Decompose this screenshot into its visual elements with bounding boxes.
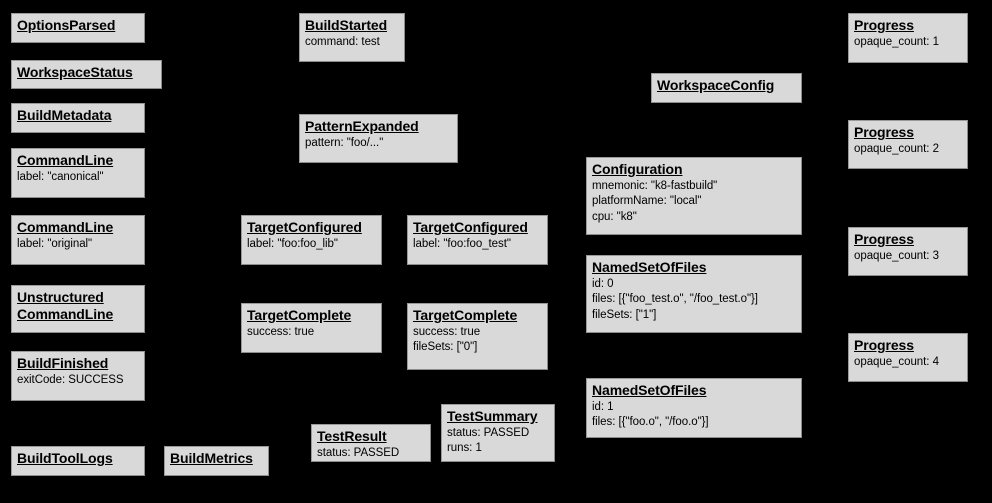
event-node-title: OptionsParsed: [17, 17, 116, 33]
event-node-title: TargetConfigured: [247, 219, 362, 235]
event-node-fields: success: true: [247, 326, 315, 339]
event-node-title: TargetConfigured: [413, 219, 528, 235]
event-node-workspace-status[interactable]: WorkspaceStatus: [11, 60, 162, 89]
event-node-progress-4[interactable]: Progress opaque_count: 4: [848, 333, 968, 382]
event-node-fields: label: "original": [17, 238, 93, 251]
event-node-title: BuildToolLogs: [17, 450, 113, 466]
event-node-named-set-of-files-1[interactable]: NamedSetOfFiles id: 1 files: [{"foo.o", "…: [586, 378, 802, 438]
event-node-title: BuildMetadata: [17, 107, 112, 123]
event-node-fields: pattern: "foo/...": [305, 137, 384, 150]
event-node-command-line-original[interactable]: CommandLine label: "original": [11, 215, 145, 265]
event-node-build-tool-logs[interactable]: BuildToolLogs: [11, 446, 145, 476]
event-node-fields: status: PASSED: [317, 447, 400, 460]
event-node-fields: mnemonic: "k8-fastbuild" platformName: "…: [592, 180, 718, 223]
event-node-fields: id: 1 files: [{"foo.o", "/foo.o"}]: [592, 401, 709, 429]
event-node-title: Unstructured CommandLine: [17, 289, 114, 323]
event-node-fields: label: "foo:foo_test": [413, 238, 511, 251]
event-node-build-metrics[interactable]: BuildMetrics: [164, 446, 269, 476]
event-node-title: TargetComplete: [413, 307, 518, 323]
event-node-options-parsed[interactable]: OptionsParsed: [11, 13, 145, 43]
event-node-test-summary[interactable]: TestSummary status: PASSED runs: 1: [441, 404, 555, 462]
event-node-fields: id: 0 files: [{"foo_test.o", "/foo_test.…: [592, 278, 758, 321]
event-node-build-metadata[interactable]: BuildMetadata: [11, 103, 145, 133]
event-node-title: CommandLine: [17, 219, 114, 235]
event-node-title: PatternExpanded: [305, 118, 419, 134]
event-node-build-started[interactable]: BuildStarted command: test: [299, 13, 405, 62]
event-node-title: BuildFinished: [17, 355, 109, 371]
event-node-title: Progress: [854, 337, 914, 353]
event-node-title: Progress: [854, 124, 914, 140]
event-node-workspace-config[interactable]: WorkspaceConfig: [651, 73, 802, 103]
event-node-title: CommandLine: [17, 152, 114, 168]
event-node-command-line-canonical[interactable]: CommandLine label: "canonical": [11, 148, 145, 198]
event-node-target-complete-test[interactable]: TargetComplete success: true fileSets: ["…: [407, 303, 548, 370]
event-node-fields: command: test: [305, 36, 380, 49]
event-node-fields: opaque_count: 3: [854, 250, 939, 263]
event-node-named-set-of-files-0[interactable]: NamedSetOfFiles id: 0 files: [{"foo_test.…: [586, 255, 802, 333]
event-node-unstructured-command-line[interactable]: Unstructured CommandLine: [11, 285, 145, 333]
event-node-title: Configuration: [592, 161, 683, 177]
event-node-fields: opaque_count: 2: [854, 143, 939, 156]
event-node-target-configured-test[interactable]: TargetConfigured label: "foo:foo_test": [407, 215, 548, 265]
event-node-title: NamedSetOfFiles: [592, 382, 707, 398]
event-node-configuration[interactable]: Configuration mnemonic: "k8-fastbuild" pl…: [586, 157, 802, 235]
event-node-fields: label: "foo:foo_lib": [247, 238, 338, 251]
event-node-title: NamedSetOfFiles: [592, 259, 707, 275]
event-node-title: BuildStarted: [305, 17, 388, 33]
event-node-fields: opaque_count: 1: [854, 36, 939, 49]
event-node-pattern-expanded[interactable]: PatternExpanded pattern: "foo/...": [299, 114, 458, 163]
event-node-progress-3[interactable]: Progress opaque_count: 3: [848, 227, 968, 276]
event-node-title: WorkspaceStatus: [17, 64, 133, 80]
event-node-fields: label: "canonical": [17, 171, 104, 184]
event-node-fields: status: PASSED runs: 1: [447, 427, 530, 455]
event-node-target-configured-lib[interactable]: TargetConfigured label: "foo:foo_lib": [241, 215, 382, 265]
event-node-title: Progress: [854, 231, 914, 247]
event-node-fields: exitCode: SUCCESS: [17, 374, 124, 387]
event-node-fields: success: true fileSets: ["0"]: [413, 326, 481, 354]
event-node-title: TestResult: [317, 428, 387, 444]
event-node-progress-2[interactable]: Progress opaque_count: 2: [848, 120, 968, 169]
event-node-title: TestSummary: [447, 408, 538, 424]
event-node-progress-1[interactable]: Progress opaque_count: 1: [848, 13, 968, 63]
event-node-title: BuildMetrics: [170, 450, 253, 466]
event-node-title: WorkspaceConfig: [657, 77, 775, 93]
event-node-title: TargetComplete: [247, 307, 352, 323]
event-node-target-complete-lib[interactable]: TargetComplete success: true: [241, 303, 382, 353]
event-node-title: Progress: [854, 17, 914, 33]
event-node-build-finished[interactable]: BuildFinished exitCode: SUCCESS: [11, 351, 145, 401]
event-node-fields: opaque_count: 4: [854, 356, 939, 369]
event-node-test-result[interactable]: TestResult status: PASSED: [311, 424, 431, 462]
